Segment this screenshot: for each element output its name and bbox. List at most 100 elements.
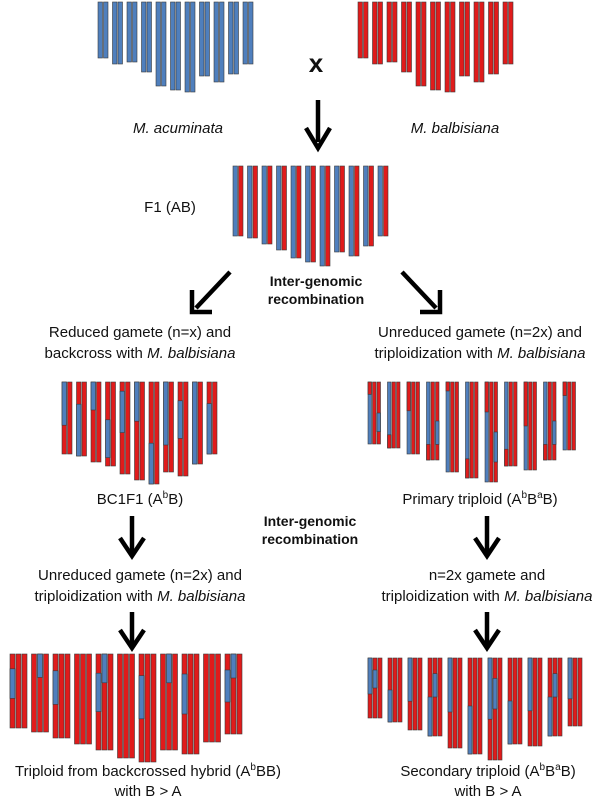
parent-b-chromosome-2a bbox=[386, 1, 392, 63]
bc1f1-label: BC1F1 (AbB) bbox=[97, 490, 183, 508]
primary-chromosome-7a-segment-0 bbox=[504, 448, 509, 467]
left-final-chromosome-4c bbox=[107, 653, 114, 751]
right-final-chromosome-4a-segment-0 bbox=[447, 657, 453, 713]
f1-chromosome-4b bbox=[296, 165, 302, 259]
recombination-label-1b: recombination bbox=[268, 291, 364, 307]
primary-chromosome-6b bbox=[489, 381, 494, 483]
arrowhead-right-gamete2-down bbox=[473, 628, 501, 653]
primary-chromosome-6a-segment-0 bbox=[484, 381, 489, 413]
bc1f1-chromosome-3b bbox=[110, 381, 116, 467]
right-final-chromosome-4c bbox=[457, 657, 463, 749]
f1-chromosome-9b bbox=[368, 165, 374, 247]
parent-b-chromosome-0b bbox=[363, 1, 369, 59]
parent-a-chromosome-10a bbox=[242, 1, 248, 65]
primary-chromosome-2b bbox=[411, 381, 416, 455]
bc1f1-chromosome-5b bbox=[139, 381, 145, 481]
parent-a-chromosome-0b bbox=[103, 1, 109, 59]
right-final-chromosome-7c bbox=[517, 657, 523, 745]
right-gamete-2-line2: triploidization with M. balbisiana bbox=[382, 588, 593, 605]
primary-chromosome-2c bbox=[415, 381, 420, 455]
parent-b-chromosome-9b bbox=[493, 1, 499, 75]
f1-chromosome-6b bbox=[325, 165, 331, 267]
right-final-chromosome-8a-segment-0 bbox=[527, 657, 533, 712]
parent-a-chromosome-1a bbox=[112, 1, 118, 65]
parent-a-chromosome-7b bbox=[204, 1, 210, 77]
parent-b-chromosome-7a bbox=[459, 1, 465, 77]
primary-triploid-label: Primary triploid (AbBaB) bbox=[402, 490, 557, 508]
parent-a-chromosome-2a bbox=[126, 1, 132, 63]
primary-chromosome-4a bbox=[445, 381, 450, 473]
right-final-chromosome-5b bbox=[472, 657, 478, 755]
right-final-chromosome-2b bbox=[412, 657, 418, 731]
arrowhead-primary-down bbox=[473, 536, 501, 561]
f1-chromosome-10b bbox=[383, 165, 389, 237]
left-final-chromosome-4b-segment-0 bbox=[101, 653, 108, 684]
parent-b-chromosome-4a bbox=[415, 1, 421, 87]
right-final-chromosome-4b bbox=[452, 657, 458, 749]
recombination-label-2b: recombination bbox=[262, 531, 358, 547]
left-gamete-1-line2: backcross with M. balbisiana bbox=[45, 345, 236, 362]
f1-chromosome-9a bbox=[363, 165, 369, 247]
primary-chromosome-1a-segment-0 bbox=[387, 434, 392, 449]
left-final-chromosome-6c bbox=[150, 653, 157, 763]
arrowhead-bc1f1-down bbox=[118, 536, 146, 561]
left-final-line1: Triploid from backcrossed hybrid (AbBB) bbox=[15, 762, 281, 780]
bc1f1-chromosome-10b bbox=[212, 381, 218, 455]
primary-chromosome-1c bbox=[396, 381, 401, 449]
right-final-chromosome-7b bbox=[512, 657, 518, 745]
recombination-label-1a: Inter-genomic bbox=[270, 273, 363, 289]
primary-chromosome-6c-segment-0 bbox=[493, 431, 498, 463]
primary-chromosome-10b bbox=[567, 381, 572, 451]
left-final-chromosome-4a-segment-0 bbox=[95, 672, 102, 712]
arrow-f1-to-right bbox=[400, 270, 438, 310]
arrowhead-left-gamete2-down bbox=[118, 628, 146, 653]
primary-chromosome-3c-segment-0 bbox=[435, 420, 440, 445]
left-gamete-1-line1: Reduced gamete (n=x) and bbox=[49, 324, 231, 341]
f1-chromosome-10a bbox=[377, 165, 383, 237]
parent-a-chromosome-7a bbox=[199, 1, 205, 77]
parent-b-chromosome-3a bbox=[401, 1, 407, 73]
parent-b-chromosome-1a bbox=[372, 1, 378, 65]
primary-chromosome-10a-segment-0 bbox=[562, 381, 567, 396]
arrow-f1-to-left bbox=[194, 270, 232, 310]
bc1f1-chromosome-6b bbox=[154, 381, 160, 485]
parent-a-chromosome-3b bbox=[146, 1, 152, 73]
cross-symbol: x bbox=[309, 48, 324, 78]
parent-a-chromosome-8b bbox=[219, 1, 225, 83]
f1-chromosome-8a bbox=[348, 165, 354, 257]
left-final-chromosome-2a-segment-0 bbox=[52, 670, 59, 705]
f1-chromosome-5a bbox=[305, 165, 311, 263]
parent-b-chromosome-7b bbox=[464, 1, 470, 77]
primary-chromosome-8b bbox=[528, 381, 533, 471]
right-final-chromosome-5c bbox=[477, 657, 483, 755]
bc1f1-chromosome-8b bbox=[183, 381, 189, 477]
primary-chromosome-9b bbox=[547, 381, 552, 461]
parent-a-chromosome-3a bbox=[141, 1, 147, 73]
primary-chromosome-0b bbox=[372, 381, 377, 445]
primary-chromosome-1b bbox=[391, 381, 396, 449]
primary-chromosome-5c bbox=[474, 381, 479, 479]
f1-chromosome-3a bbox=[276, 165, 282, 251]
parent-b-chromosome-0a bbox=[357, 1, 363, 59]
arrowhead-f1-to-right bbox=[420, 290, 443, 315]
left-gamete-2-line1: Unreduced gamete (n=2x) and bbox=[38, 567, 242, 584]
parent-b-chromosome-6a bbox=[444, 1, 450, 93]
arrowhead-parents-to-f1 bbox=[304, 126, 332, 153]
primary-chromosome-5a-segment-0 bbox=[465, 458, 470, 479]
bc1f1-chromosome-5a-segment-0 bbox=[134, 381, 140, 422]
right-final-chromosome-9a-segment-0 bbox=[547, 696, 553, 737]
f1-chromosome-5b bbox=[310, 165, 316, 263]
bc1f1-chromosome-9b bbox=[197, 381, 203, 465]
bc1f1-chromosome-1a-segment-0 bbox=[76, 403, 82, 457]
left-final-chromosome-0c bbox=[21, 653, 28, 729]
left-final-chromosome-10a-segment-0 bbox=[224, 669, 231, 703]
left-final-chromosome-3a bbox=[74, 653, 80, 745]
parent-b-chromosome-8b bbox=[479, 1, 485, 83]
parent-b-chromosome-1b bbox=[377, 1, 383, 65]
bc1f1-chromosome-7a-segment-0 bbox=[163, 381, 169, 446]
f1-chromosome-2a bbox=[261, 165, 267, 245]
left-final-chromosome-8a-segment-0 bbox=[181, 673, 188, 715]
f1-chromosome-2b bbox=[267, 165, 273, 245]
chromosome-sets bbox=[9, 1, 583, 763]
